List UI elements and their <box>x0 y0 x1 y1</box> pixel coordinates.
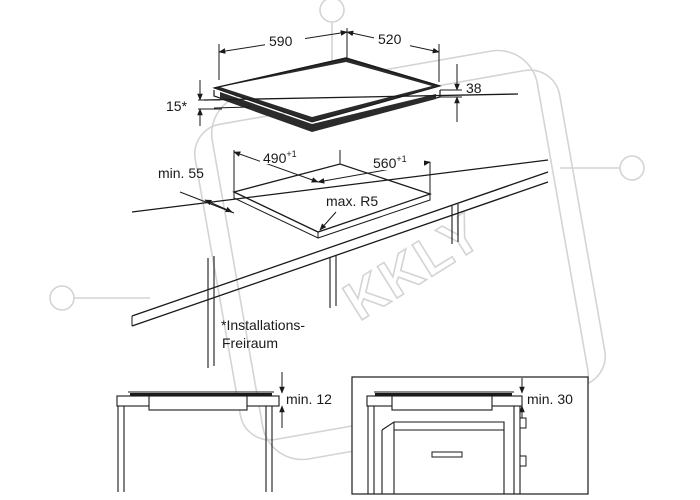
dim-line-cutout-width <box>233 151 319 183</box>
dim-hob-width: 590 <box>269 33 293 49</box>
detail-right: min. 30 <box>351 376 589 495</box>
dim-hob-clearance: 15* <box>166 98 188 114</box>
cutout-dimensions: 490+1 560+1 min. 55 max. R5 <box>158 146 431 231</box>
dim-hob-depth: 520 <box>378 31 402 47</box>
dim-cutout-depth: 560+1 <box>373 154 407 171</box>
dim-min-gap-right: min. 30 <box>527 391 573 407</box>
dim-min-edge: min. 55 <box>158 165 204 181</box>
watermark-text: KKLY <box>334 202 493 332</box>
note-line-2: Freiraum <box>222 335 278 351</box>
dim-min-gap-left: min. 12 <box>286 391 332 407</box>
detail-left: min. 12 <box>116 372 332 492</box>
note-line-1: *Installations- <box>221 317 305 333</box>
hob-dimensions: 590 520 38 15* <box>166 28 482 126</box>
dim-hob-height: 38 <box>466 80 482 96</box>
hob-drawing <box>212 57 442 132</box>
countertop-drawing <box>131 93 549 368</box>
dim-corner-radius: max. R5 <box>326 193 378 209</box>
dim-cutout-width: 490+1 <box>263 149 297 166</box>
